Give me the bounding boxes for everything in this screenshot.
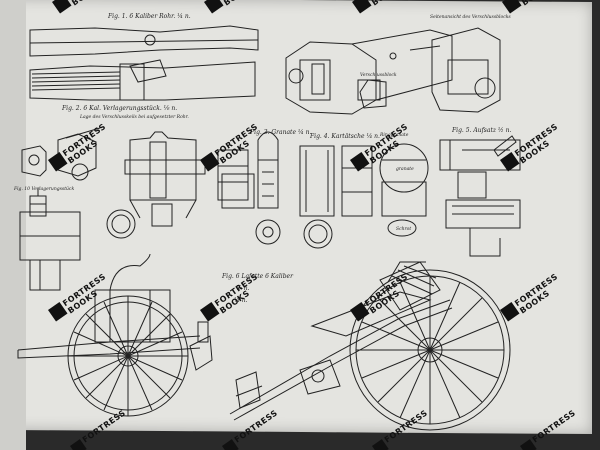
fortress-books-logo-icon [70, 439, 87, 450]
fig6-label: Fig. 6 Lafette 6 Kaliber [221, 273, 294, 280]
fortress-books-logo-icon [500, 151, 520, 172]
page-edge-left [0, 0, 26, 450]
fortress-books-logo-icon [200, 301, 220, 322]
fortress-books-logo-icon [350, 151, 370, 172]
watermark: FORTRESS BOOKS [204, 0, 263, 14]
fig6-carriage-right-drawing [229, 261, 511, 431]
fig6-carriage-left-drawing [17, 253, 213, 417]
watermark-line2: BOOKS [520, 0, 553, 8]
fortress-books-logo-icon [48, 151, 68, 172]
watermark-line2: BOOKS [370, 0, 403, 8]
fig2-drawings [21, 127, 249, 239]
fig4-label: Fig. 4. Kartätsche ¼ n. [309, 133, 380, 140]
verschluss-label: Verschlussblock [360, 72, 397, 78]
watermark-line1: FORTRESS [233, 408, 279, 444]
fortress-books-logo-icon [48, 301, 68, 322]
fig1-label: Fig. 1. 6 Kaliber Rohr. ¼ n. [107, 13, 191, 20]
schrot-label: Schrot [396, 226, 411, 232]
fortress-books-logo-icon [350, 301, 370, 322]
fortress-books-logo-icon [500, 301, 520, 322]
fortress-books-logo-icon [352, 0, 372, 14]
fortress-books-logo-icon [204, 0, 224, 14]
fortress-books-logo-icon [200, 151, 220, 172]
fig3-shell-drawings [221, 131, 281, 245]
ring-grenade-drawing [379, 143, 429, 237]
fig5-sight-drawings [439, 135, 521, 257]
fortress-books-logo-icon [502, 0, 522, 14]
watermark-line2: BOOKS [222, 0, 255, 8]
watermark-line2: BOOKS [70, 0, 103, 8]
fig5-label: Fig. 5. Aufsatz ½ n. [451, 127, 512, 134]
fortress-books-logo-icon [372, 439, 389, 450]
watermark: FORTRESS [222, 408, 279, 450]
fig1-barrel-drawing [29, 25, 259, 101]
fig2-sub-label: Lage des Verschlusskeils bei aufgesetzte… [79, 114, 189, 120]
ringgranate-label: Ringgranate [379, 132, 409, 138]
fortress-books-logo-icon [222, 439, 239, 450]
fig6-sub-label: ¼ n. [234, 297, 248, 304]
watermark: FORTRESS [520, 408, 577, 450]
fig10-label: Fig. 10 Verlagerungsstück [13, 186, 74, 192]
fortress-books-logo-icon [52, 0, 72, 14]
seitenansicht-label: Seitenansicht des Verschlussblocks [430, 14, 511, 20]
fig4-canister-drawings [299, 145, 373, 249]
watermark: FORTRESS BOOKS [502, 0, 561, 14]
fig10-drawing [19, 188, 81, 291]
fig2-label: Fig. 2. 6 Kal. Verlagerungsstück. ⅛ n. [61, 105, 177, 112]
plate-labels: Fig. 1. 6 Kaliber Rohr. ¼ n. Fig. 2. 6 K… [13, 13, 512, 304]
watermark: FORTRESS [70, 408, 127, 450]
watermark-line1: FORTRESS [531, 408, 577, 444]
breech-block-drawing [285, 27, 501, 115]
watermark: FORTRESS BOOKS [352, 0, 411, 14]
fig6-scale-label: ⅛ n. [236, 285, 250, 292]
watermark: FORTRESS BOOKS [48, 272, 107, 322]
watermark-line1: FORTRESS [81, 408, 127, 444]
fortress-books-logo-icon [520, 439, 537, 450]
granate-label: granate [396, 166, 414, 172]
fig3-label: Fig. 3. Granate ¼ n. [249, 129, 312, 136]
watermark: FORTRESS BOOKS [52, 0, 111, 14]
watermark-line1: FORTRESS [383, 408, 429, 444]
watermark: FORTRESS BOOKS [200, 122, 259, 172]
watermark: FORTRESS BOOKS [350, 272, 409, 322]
watermark: FORTRESS BOOKS [500, 272, 559, 322]
